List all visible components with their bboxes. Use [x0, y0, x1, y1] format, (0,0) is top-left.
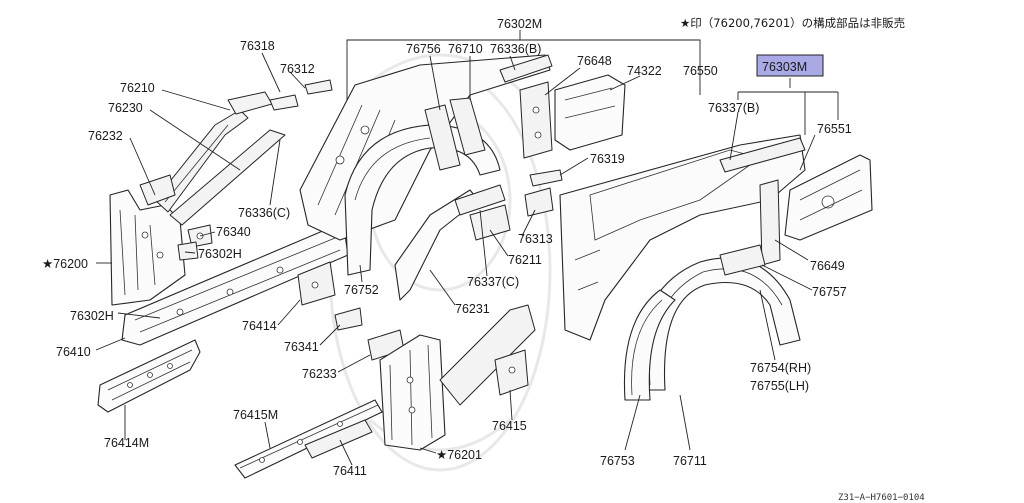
part-76411-sill-extension[interactable] [304, 419, 373, 459]
part-76336B-trim[interactable] [499, 54, 553, 83]
label-76410[interactable]: 76410 [56, 345, 91, 359]
part-76414-bracket[interactable] [297, 261, 336, 306]
label-76337B[interactable]: 76337(B) [708, 101, 759, 115]
label-76336C[interactable]: 76336(C) [238, 206, 290, 220]
label-76313[interactable]: 76313 [518, 232, 553, 246]
label-76710[interactable]: 76710 [448, 42, 483, 56]
part-76415-bracket[interactable] [494, 349, 529, 396]
label-76550[interactable]: 76550 [683, 64, 718, 78]
part-76753-wheelhouse-inner[interactable] [623, 289, 676, 401]
label-76649[interactable]: 76649 [810, 259, 845, 273]
label-76337C[interactable]: 76337(C) [467, 275, 519, 289]
leader-lines [95, 30, 816, 466]
label-76340[interactable]: 76340 [216, 225, 251, 239]
label-76210[interactable]: 76210 [120, 81, 155, 95]
label-76752[interactable]: 76752 [344, 283, 379, 297]
part-76232-bracket[interactable] [139, 174, 176, 206]
label-76754[interactable]: 76754(RH) [750, 361, 811, 375]
highlighted-part-label[interactable]: 76303M [762, 60, 807, 74]
label-76711[interactable]: 76711 [673, 454, 707, 468]
part-76302H-upper[interactable] [177, 241, 199, 261]
part-76415M-reinforcement[interactable] [234, 399, 383, 479]
label-76414[interactable]: 76414 [242, 319, 277, 333]
part-76312-clip[interactable] [304, 79, 333, 95]
part-76414M-sill-inner[interactable] [97, 339, 201, 413]
label-76551[interactable]: 76551 [817, 122, 852, 136]
part-76230-rail-inner[interactable] [169, 129, 286, 226]
part-76710-wheel-arch[interactable] [449, 97, 486, 156]
part-76410-sill-outer[interactable] [121, 229, 349, 346]
part-76341-clip[interactable] [334, 307, 363, 331]
label-76233[interactable]: 76233 [302, 367, 337, 381]
label-76230[interactable]: 76230 [108, 101, 143, 115]
label-76200[interactable]: ★76200 [42, 257, 88, 271]
label-76756[interactable]: 76756 [406, 42, 441, 56]
part-76752-wheelhouse-inner[interactable] [344, 124, 501, 276]
group-brackets [346, 39, 839, 135]
part-76337C-reinforce[interactable] [454, 184, 506, 216]
label-76232[interactable]: 76232 [88, 129, 123, 143]
label-76336B[interactable]: 76336(B) [490, 42, 541, 56]
label-76302M[interactable]: 76302M [497, 17, 542, 31]
part-76337B-reinforce[interactable] [719, 137, 806, 173]
label-76757[interactable]: 76757 [812, 285, 847, 299]
part-76756-pillar-inner[interactable] [424, 104, 461, 171]
part-76318-gusset[interactable] [227, 91, 299, 115]
part-76231-pillar-lower[interactable] [394, 189, 479, 301]
part-76313-bracket[interactable] [524, 187, 554, 217]
label-76302H-a[interactable]: 76302H [198, 247, 242, 261]
label-76415[interactable]: 76415 [492, 419, 527, 433]
label-76415M[interactable]: 76415M [233, 408, 278, 422]
part-76415-plate[interactable] [439, 304, 536, 406]
part-76201-pillar-rear[interactable] [379, 334, 446, 451]
label-76755[interactable]: 76755(LH) [750, 379, 809, 393]
part-76303M-quarter-outer[interactable] [559, 134, 806, 341]
part-76649-bracket[interactable] [759, 179, 781, 266]
label-76411[interactable]: 76411 [333, 464, 367, 478]
note-text: ★印（76200,76201）の構成部品は非販売 [680, 16, 905, 30]
part-76319-clip[interactable] [529, 169, 563, 187]
label-74322[interactable]: 74322 [627, 64, 662, 78]
part-labels: 76302M 76756 76710 76336(B) 76648 74322 … [42, 17, 852, 478]
part-76210-roof-rail[interactable] [154, 109, 249, 213]
label-76648[interactable]: 76648 [577, 54, 612, 68]
label-76312[interactable]: 76312 [280, 62, 315, 76]
label-76201[interactable]: ★76201 [436, 448, 482, 462]
part-76551-rear-panel[interactable] [784, 154, 873, 241]
label-76211[interactable]: 76211 [508, 253, 542, 267]
label-76753[interactable]: 76753 [600, 454, 635, 468]
part-76200-pillar[interactable] [109, 189, 186, 306]
part-76757-bracket[interactable] [719, 244, 766, 276]
part-74322-extension[interactable] [554, 74, 626, 151]
footer-code: Z31−A−H7601−0104 [838, 493, 925, 503]
label-76319[interactable]: 76319 [590, 152, 625, 166]
highlight-box[interactable] [756, 54, 824, 77]
label-76341[interactable]: 76341 [284, 340, 319, 354]
part-76648-bracket[interactable] [519, 81, 553, 159]
label-76231[interactable]: 76231 [455, 302, 490, 316]
label-76302H-b[interactable]: 76302H [70, 309, 114, 323]
label-76414M[interactable]: 76414M [104, 436, 149, 450]
label-76318[interactable]: 76318 [240, 39, 275, 53]
